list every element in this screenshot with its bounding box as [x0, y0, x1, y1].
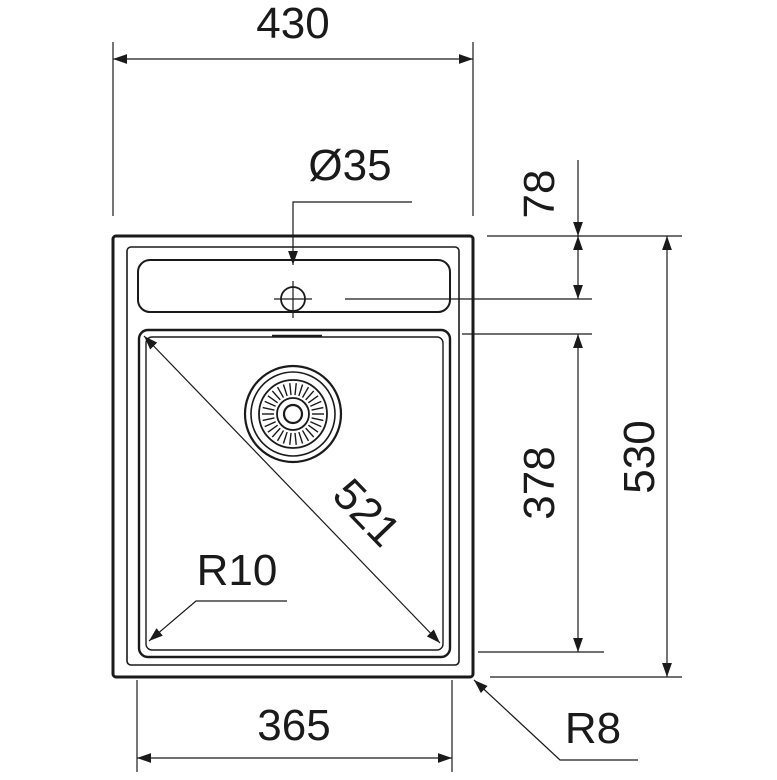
drain-slot — [301, 430, 310, 442]
drain-slot — [298, 384, 304, 397]
label-78: 78 — [515, 170, 564, 219]
drain-slot — [276, 430, 285, 442]
label-diameter-35: Ø35 — [308, 141, 391, 190]
drain-slot — [267, 424, 279, 433]
drain-slot — [271, 427, 281, 438]
label-530: 530 — [615, 420, 664, 493]
bowl-outer-edge — [137, 328, 452, 659]
drain-slot — [305, 390, 315, 401]
drain-slot — [262, 417, 275, 422]
drain-slot — [264, 421, 276, 428]
drain-slot — [307, 424, 319, 433]
label-378: 378 — [515, 446, 564, 519]
drain-slot — [267, 395, 279, 404]
drain-slot — [310, 400, 322, 407]
drain-slot — [298, 431, 304, 444]
drain-slot — [305, 427, 315, 438]
deck-recess — [137, 259, 451, 313]
dim-overall-depth: 530 — [490, 236, 682, 678]
drain-slot — [310, 421, 322, 428]
drain-inner-ring — [276, 397, 310, 431]
dim-bowl-depth: 378 — [462, 333, 604, 653]
drain-slot — [271, 390, 281, 401]
tap-hole — [274, 281, 312, 318]
label-521: 521 — [323, 470, 409, 557]
label-430: 430 — [256, 0, 329, 48]
leader-diameter-35 — [288, 201, 412, 265]
drain-slot — [282, 384, 288, 397]
dim-tap-offset: 78 — [345, 160, 682, 300]
drain-slot — [311, 406, 324, 411]
drain-slot — [294, 383, 297, 396]
drain-strainer — [243, 364, 343, 464]
dim-tap-hole-diameter: Ø35 — [288, 141, 412, 265]
drain-slot — [276, 386, 285, 398]
drain-slot — [301, 386, 310, 398]
drain-slot — [262, 406, 275, 411]
dim-bowl-width: 365 — [136, 680, 453, 772]
dim-line-521 — [143, 335, 441, 644]
leader-r10 — [148, 600, 287, 642]
dim-outer-radius: R8 — [473, 679, 638, 761]
drain-slots — [262, 383, 324, 445]
label-r10: R10 — [197, 546, 278, 595]
drain-slot — [264, 400, 276, 407]
drain-slot — [294, 432, 297, 445]
drain-slot — [311, 417, 324, 422]
dim-bowl-diagonal: 521 — [143, 335, 441, 644]
drain-center — [282, 403, 304, 425]
drain-slot — [289, 383, 292, 396]
leader-r8 — [473, 679, 638, 761]
drain-slot — [282, 431, 288, 444]
dim-inner-radius: R10 — [148, 546, 287, 642]
drain-slot — [307, 395, 319, 404]
label-r8: R8 — [565, 704, 621, 753]
dim-overall-width: 430 — [112, 0, 474, 216]
drain-slot — [289, 432, 292, 445]
label-365: 365 — [257, 701, 330, 750]
